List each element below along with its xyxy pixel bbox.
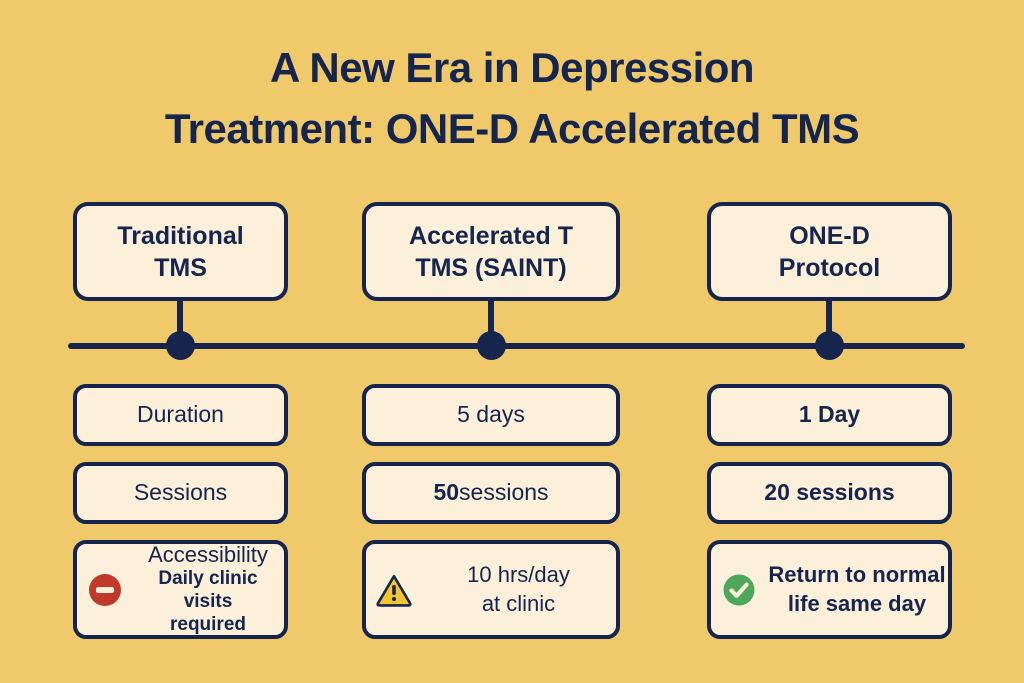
duration-one-d-text: 1 Day: [798, 401, 861, 428]
accessibility-one-d-cell: Return to normal life same day: [707, 540, 952, 639]
check-circle-icon: [723, 574, 755, 605]
accessibility-traditional-text: Accessibility Daily clinic visits requir…: [132, 542, 284, 636]
accessibility-one-d-text: Return to normal life same day: [766, 561, 948, 618]
accessibility-accelerated-line-1: 10 hrs/day: [467, 561, 570, 587]
timeline-node-accelerated-tms-saint: [477, 331, 506, 360]
accessibility-traditional-sub-line-2: required: [169, 613, 247, 635]
accessibility-traditional-title: Accessibility: [148, 542, 268, 568]
sessions-accelerated-number: 50: [433, 479, 460, 506]
accessibility-traditional-sub-line-1: Daily clinic visits: [158, 568, 258, 613]
timeline-axis-line: [68, 343, 965, 349]
accessibility-accelerated-line-2: at clinic: [481, 590, 556, 616]
sessions-one-d-text: 20 sessions: [764, 479, 895, 506]
timeline-stem-one-d-protocol: [826, 301, 832, 347]
accessibility-one-d-line-2: life same day: [787, 590, 927, 616]
accessibility-one-d-line-1: Return to normal: [768, 561, 946, 587]
accessibility-accelerated-text: 10 hrs/day at clinic: [421, 561, 616, 618]
duration-accelerated-text: 5 days: [457, 401, 525, 428]
sessions-one-d-cell: 20 sessions: [707, 462, 952, 524]
timeline-stem-accelerated-tms-saint: [488, 301, 494, 347]
stage-card-accelerated-tms-saint-line-2: TMS (SAINT): [415, 253, 567, 282]
stage-card-one-d-protocol: ONE-D Protocol: [707, 202, 952, 301]
accessibility-traditional-cell: Accessibility Daily clinic visits requir…: [73, 540, 288, 639]
duration-label-text: Duration: [137, 401, 224, 428]
page-title-line-1: A New Era in Depression: [269, 44, 755, 91]
sessions-label-cell: Sessions: [73, 462, 288, 524]
stage-card-one-d-protocol-line-2: Protocol: [778, 253, 881, 282]
stage-card-traditional-tms-line-2: TMS: [154, 253, 207, 282]
sessions-accelerated-cell: 50 sessions: [362, 462, 620, 524]
stage-card-accelerated-tms-saint: Accelerated T TMS (SAINT): [362, 202, 620, 301]
stage-card-one-d-protocol-line-1: ONE-D: [789, 221, 870, 250]
sessions-label-text: Sessions: [133, 479, 228, 506]
accessibility-accelerated-cell: 10 hrs/day at clinic: [362, 540, 620, 639]
sessions-accelerated-word: sessions: [459, 479, 549, 506]
timeline-stem-traditional-tms: [177, 301, 183, 347]
timeline-node-traditional-tms: [166, 331, 195, 360]
page-title: A New Era in Depression Treatment: ONE-D…: [0, 38, 1024, 160]
stage-card-accelerated-tms-saint-line-1: Accelerated T: [409, 221, 573, 250]
duration-accelerated-cell: 5 days: [362, 384, 620, 446]
warning-triangle-icon: [376, 574, 412, 607]
duration-one-d-cell: 1 Day: [707, 384, 952, 446]
duration-label-cell: Duration: [73, 384, 288, 446]
stage-card-traditional-tms: Traditional TMS: [73, 202, 288, 301]
minus-circle-icon: [89, 573, 121, 606]
page-title-line-2: Treatment: ONE-D Accelerated TMS: [164, 104, 860, 152]
timeline-node-one-d-protocol: [815, 331, 844, 360]
stage-card-traditional-tms-line-1: Traditional: [117, 221, 244, 250]
